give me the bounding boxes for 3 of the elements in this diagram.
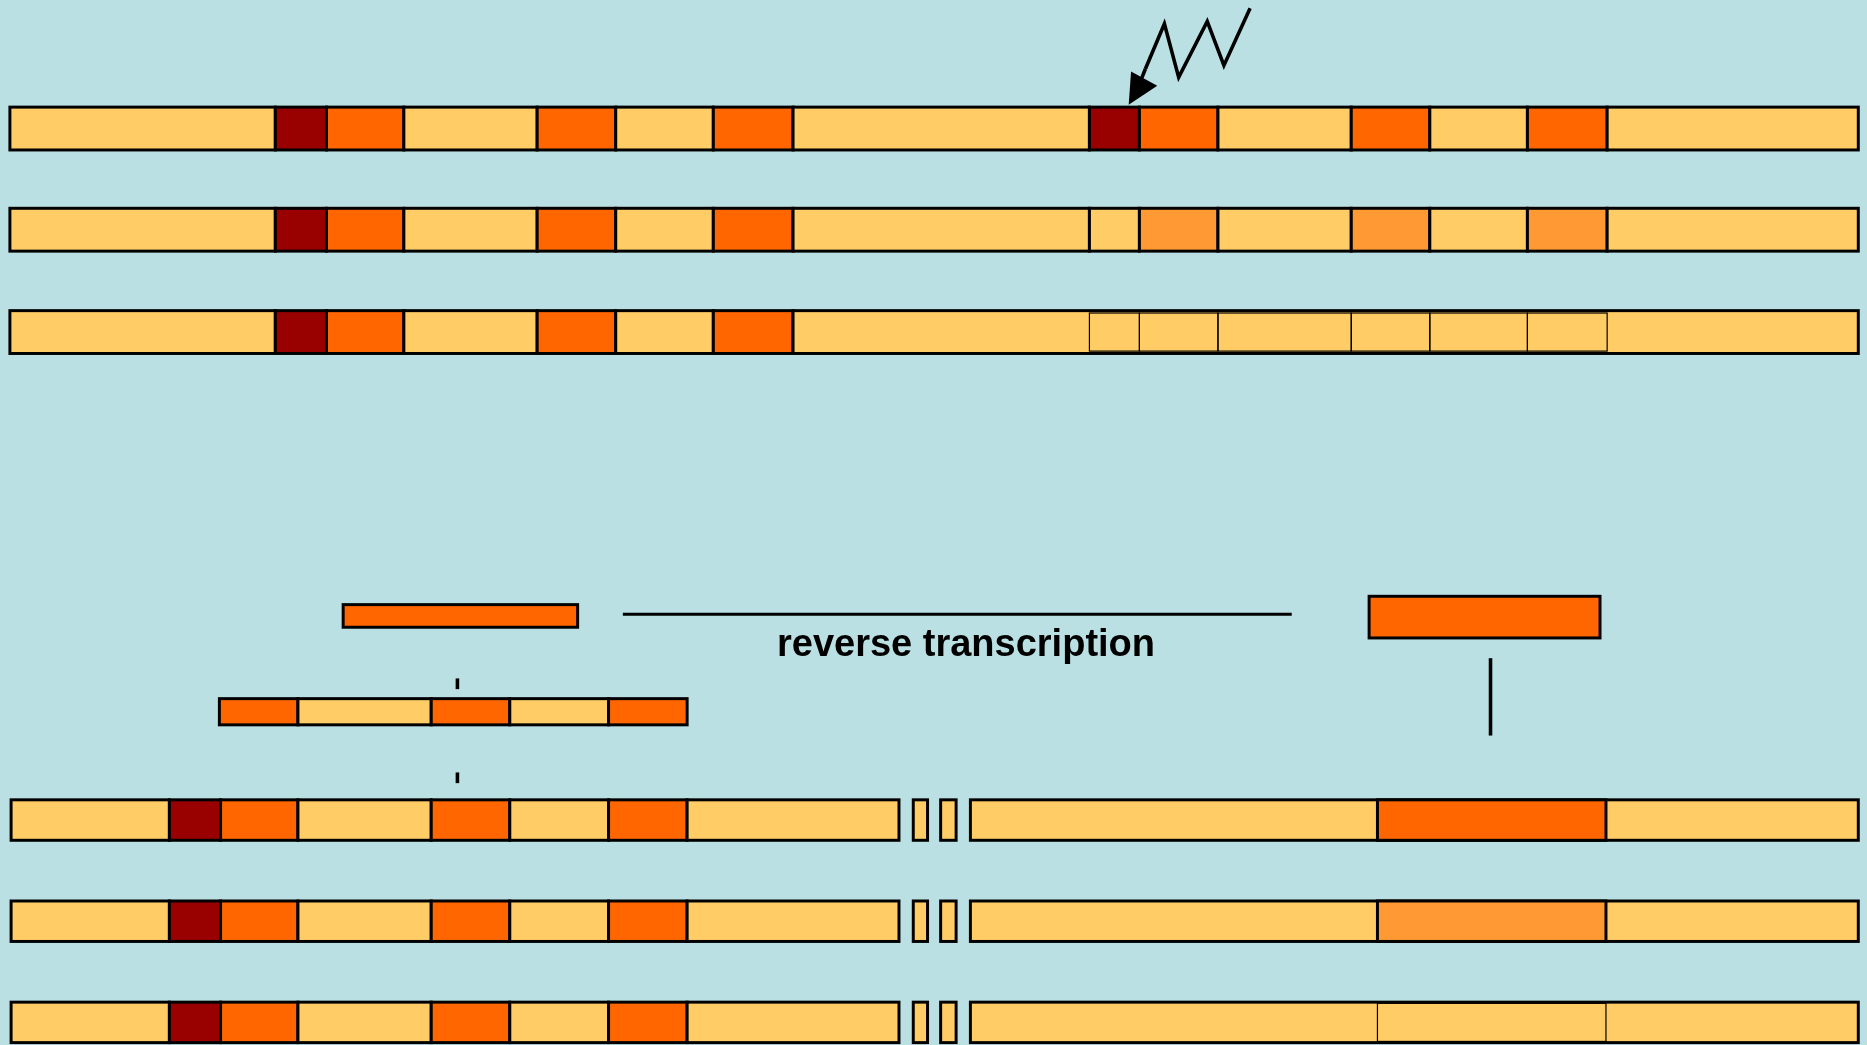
exon-bar (1367, 594, 1602, 640)
process-label: reverse transcription (776, 622, 1156, 665)
exon-bar (341, 603, 580, 629)
